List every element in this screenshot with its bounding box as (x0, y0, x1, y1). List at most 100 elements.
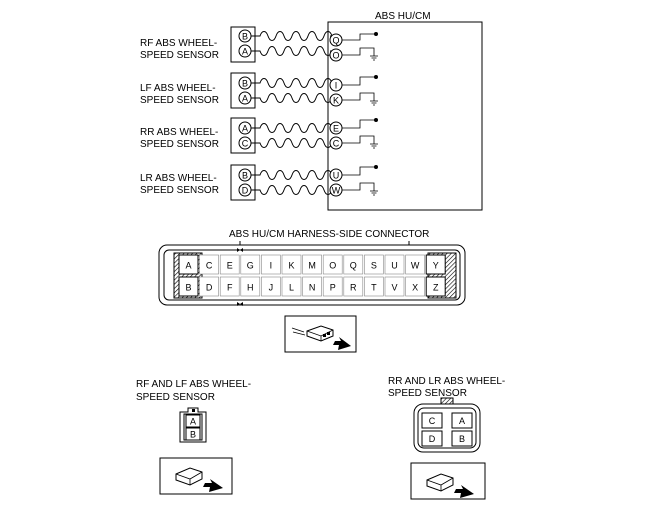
sensor-pin: A (242, 124, 248, 134)
harness-pin-label: L (289, 283, 294, 293)
sensor-label-line-2: SPEED SENSOR (140, 50, 219, 61)
harness-pin-cell (322, 254, 343, 275)
harness-pin-label: I (270, 261, 273, 271)
module-pin: E (333, 124, 339, 134)
harness-pin-label: V (391, 283, 397, 293)
module-pin: K (333, 96, 339, 106)
harness-pin-label: F (227, 283, 233, 293)
front-connector-pin: A (190, 417, 196, 427)
harness-pin-label: H (247, 283, 254, 293)
front-connector-title-line-2: SPEED SENSOR (136, 392, 215, 403)
harness-pin-cell (261, 254, 281, 275)
harness-pin-cell (281, 276, 302, 297)
harness-pin-label: C (206, 261, 213, 271)
harness-pin-cell (178, 276, 199, 297)
harness-pin-cell (240, 254, 261, 275)
harness-pin-label: U (391, 261, 398, 271)
harness-pin-cell (281, 254, 302, 275)
rear-connector-pin: A (459, 416, 465, 426)
sensor-label-line-2: SPEED SENSOR (140, 185, 219, 196)
sensor-pin: C (242, 139, 249, 149)
harness-pin-label: G (247, 261, 254, 271)
rear-sensor-connector: RR AND LR ABS WHEEL- SPEED SENSOR C A D … (388, 376, 505, 500)
sensor-circuit-lr: LR ABS WHEEL- SPEED SENSOR B D U W (140, 164, 378, 201)
harness-pin-cell (384, 276, 405, 297)
harness-pin-cell (219, 276, 240, 297)
harness-pin-label: B (185, 283, 191, 293)
sensor-circuit-rr: RR ABS WHEEL- SPEED SENSOR A C E C (140, 117, 378, 154)
sensor-label-line-1: LF ABS WHEEL- (140, 83, 216, 94)
front-connector-title-line-1: RF AND LF ABS WHEEL- (136, 379, 251, 390)
harness-connector-title: ABS HU/CM HARNESS-SIDE CONNECTOR (229, 229, 429, 240)
harness-pin-label: Q (350, 261, 357, 271)
harness-pin-cell (178, 254, 199, 275)
sensor-label-line-1: RR ABS WHEEL- (140, 127, 218, 138)
front-sensor-connector: RF AND LF ABS WHEEL- SPEED SENSOR A B (136, 379, 251, 495)
harness-pin-cell (322, 276, 343, 297)
rear-connector-pin: D (429, 434, 436, 444)
abs-module-title: ABS HU/CM (375, 11, 431, 22)
harness-pin-label: K (288, 261, 294, 271)
harness-pin-cell (425, 254, 446, 275)
harness-pin-label: R (350, 283, 357, 293)
harness-pin-cell (240, 276, 261, 297)
sensor-label-line-1: RF ABS WHEEL- (140, 38, 217, 49)
module-pin: U (333, 171, 340, 181)
harness-pin-label: P (330, 283, 336, 293)
harness-pin-cell (364, 276, 384, 297)
harness-pin-cell (199, 254, 219, 275)
harness-connector: ABS HU/CM HARNESS-SIDE CONNECTOR A C E G I K M… (158, 229, 466, 306)
harness-pin-cell (343, 254, 364, 275)
harness-pin-label: S (371, 261, 377, 271)
module-pin: C (333, 139, 340, 149)
harness-pin-cell (384, 254, 405, 275)
harness-pin-cell (302, 276, 322, 297)
sensor-circuit-rf: RF ABS WHEEL- SPEED SENSOR B A Q O (140, 26, 378, 63)
harness-pin-label: E (227, 261, 233, 271)
harness-pin-cell (425, 276, 446, 297)
harness-pin-label: N (309, 283, 316, 293)
harness-pin-label: M (308, 261, 316, 271)
harness-pin-label: T (371, 283, 377, 293)
sensor-label-line-2: SPEED SENSOR (140, 95, 219, 106)
rear-connector-title-line-2: SPEED SENSOR (388, 388, 467, 399)
sensor-pin: B (242, 171, 248, 181)
rear-connector-pin: B (459, 434, 465, 444)
harness-pin-label: W (411, 261, 420, 271)
front-connector-pin: B (190, 430, 196, 440)
harness-pin-cell (364, 254, 384, 275)
harness-pin-cell (302, 254, 322, 275)
sensor-pin: A (242, 94, 248, 104)
sensor-circuit-lf: LF ABS WHEEL- SPEED SENSOR B A I K (140, 72, 378, 109)
harness-pin-label: O (329, 261, 336, 271)
sensor-pin: B (242, 32, 248, 42)
harness-pin-label: X (412, 283, 418, 293)
module-pin: O (332, 51, 339, 61)
rear-connector-pin: C (429, 416, 436, 426)
connector-view-icon (284, 315, 357, 353)
sensor-label-line-1: LR ABS WHEEL- (140, 173, 217, 184)
harness-pin-cell (343, 276, 364, 297)
module-pin: W (332, 186, 341, 196)
module-pin: I (335, 81, 338, 91)
sensor-label-line-2: SPEED SENSOR (140, 139, 219, 150)
harness-pin-label: J (269, 283, 274, 293)
harness-pin-label: A (185, 261, 191, 271)
module-pin: Q (332, 36, 339, 46)
harness-pin-cell (199, 276, 219, 297)
harness-pin-label: Y (433, 261, 439, 271)
sensor-pin: D (242, 186, 249, 196)
harness-pin-cell (261, 276, 281, 297)
sensor-pin: B (242, 79, 248, 89)
harness-pin-cell (405, 276, 425, 297)
harness-pin-label: D (206, 283, 213, 293)
harness-pin-cell (405, 254, 425, 275)
harness-pin-cell (219, 254, 240, 275)
harness-pin-label: Z (433, 283, 439, 293)
sensor-pin: A (242, 47, 248, 57)
rear-connector-title-line-1: RR AND LR ABS WHEEL- (388, 376, 505, 387)
abs-module: ABS HU/CM (327, 11, 483, 211)
